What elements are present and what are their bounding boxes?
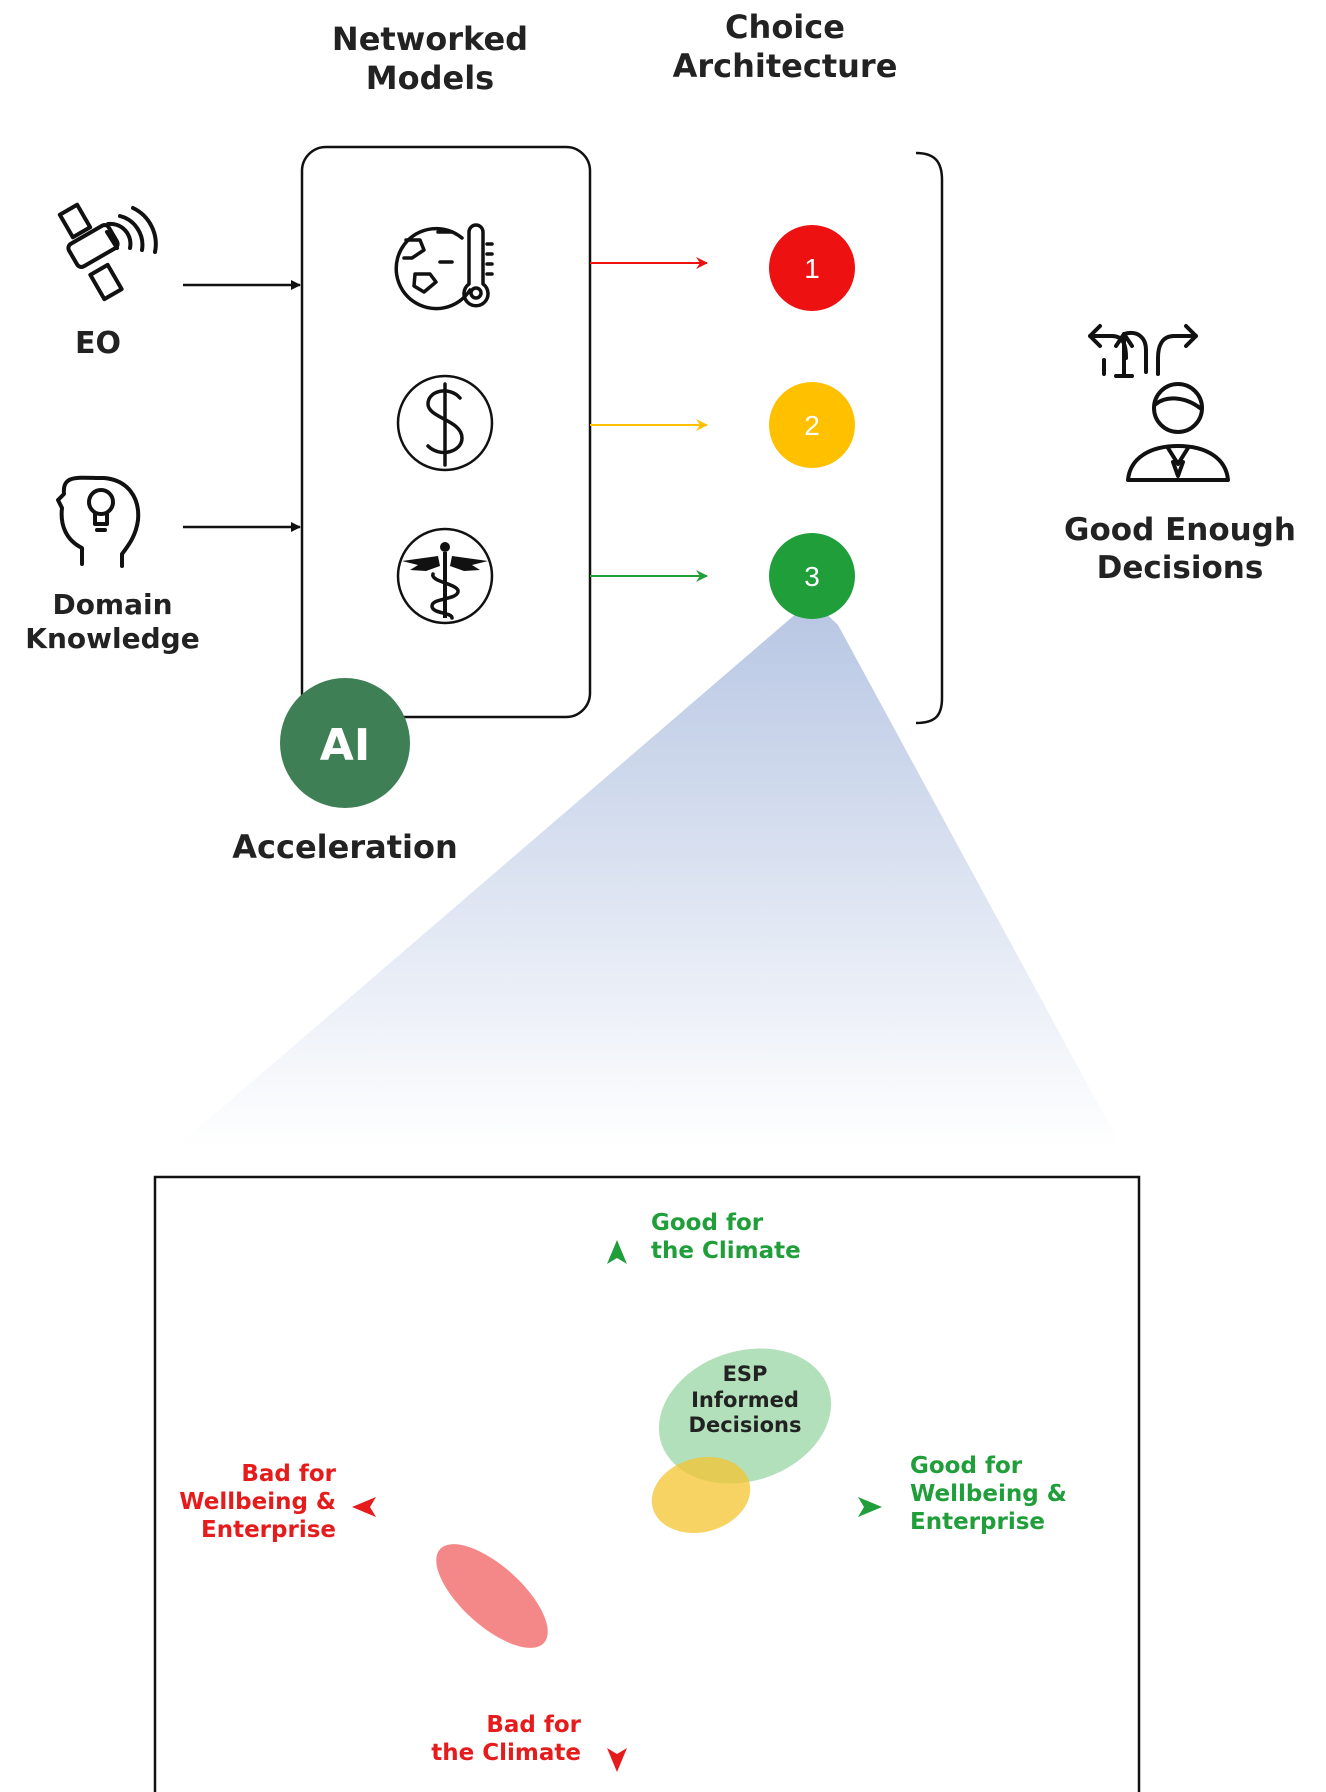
satellite-icon bbox=[57, 202, 158, 302]
esp-informed-blob bbox=[658, 1348, 832, 1484]
right-arrowhead bbox=[858, 1497, 882, 1517]
choices-bracket bbox=[915, 151, 944, 725]
bottom-arrowhead bbox=[607, 1748, 627, 1772]
quadrant-left-label: Bad for Wellbeing & Enterprise bbox=[179, 1461, 336, 1544]
networked-models-title: Networked Models bbox=[331, 20, 529, 98]
ai-badge bbox=[280, 678, 410, 808]
choice-number-2: 2 bbox=[804, 410, 820, 441]
quadrant-bottom-label: Bad for the Climate bbox=[431, 1712, 581, 1767]
ai-badge-text: AI bbox=[320, 720, 370, 771]
head-lightbulb-icon bbox=[56, 475, 141, 568]
acceleration-label: Acceleration bbox=[232, 828, 458, 866]
choice-number-3: 3 bbox=[804, 561, 820, 592]
choice-number-1: 1 bbox=[804, 253, 820, 284]
choice-circle-3 bbox=[769, 533, 855, 619]
choice-circle-1 bbox=[769, 225, 855, 311]
choice-circle-2 bbox=[769, 382, 855, 468]
decision-maker-icon bbox=[1088, 324, 1230, 482]
middle-blob bbox=[651, 1456, 751, 1534]
esp-informed-label: ESP Informed Decisions bbox=[688, 1362, 802, 1438]
dollar-icon bbox=[396, 374, 494, 472]
choice-architecture-title: Choice Architecture bbox=[672, 8, 898, 86]
left-arrowhead bbox=[352, 1497, 376, 1517]
quadrant-right-label: Good for Wellbeing & Enterprise bbox=[910, 1453, 1067, 1536]
top-arrowhead bbox=[607, 1240, 627, 1264]
eo-label: EO bbox=[75, 326, 121, 361]
domain-knowledge-label: Domain Knowledge bbox=[25, 588, 200, 656]
decisions-label: Good Enough Decisions bbox=[1064, 512, 1296, 586]
quadrant-panel bbox=[153, 1175, 1141, 1792]
bad-decisions-blob bbox=[436, 1544, 548, 1648]
quadrant-top-label: Good for the Climate bbox=[651, 1210, 801, 1265]
zoom-beam bbox=[175, 600, 1122, 1148]
globe-thermometer-icon bbox=[394, 223, 494, 311]
caduceus-icon bbox=[396, 527, 494, 625]
